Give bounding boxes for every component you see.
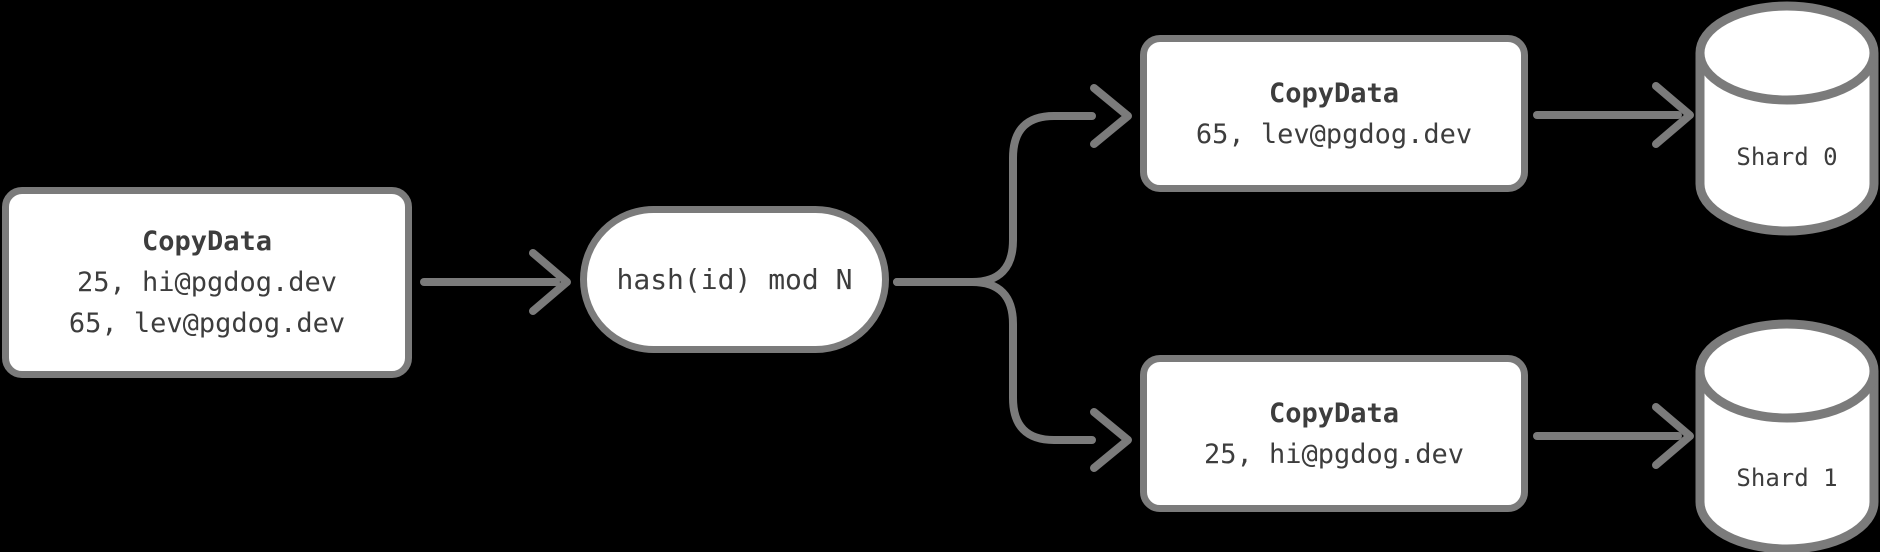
top-copydata-title: CopyData: [1268, 77, 1400, 109]
arrow-source-to-router: [420, 249, 571, 315]
arrow-top-box-to-shard0: [1533, 82, 1694, 148]
arrow-router-to-top-box: [893, 84, 1132, 286]
arrowhead-icon: [1652, 403, 1694, 469]
arrowhead-icon: [1652, 82, 1694, 148]
shard0-label: Shard 0: [1736, 143, 1838, 171]
hash-router-node: hash(id) mod N: [580, 206, 889, 353]
arrow-bottom-box-to-shard1: [1533, 403, 1694, 469]
top-copydata-node: CopyData 65, lev@pgdog.dev: [1140, 35, 1528, 192]
source-copydata-row: 25, hi@pgdog.dev: [76, 267, 338, 298]
bottom-copydata-row: 25, hi@pgdog.dev: [1203, 438, 1465, 470]
shard0-database-icon: [1695, 1, 1879, 236]
hash-router-label: hash(id) mod N: [616, 263, 853, 296]
shard1-database-icon: [1695, 319, 1879, 552]
shard1-label: Shard 1: [1736, 464, 1838, 492]
source-copydata-title: CopyData: [141, 226, 273, 257]
top-copydata-row: 65, lev@pgdog.dev: [1195, 118, 1473, 150]
arrowhead-icon: [1090, 84, 1132, 148]
arrowhead-icon: [1090, 408, 1132, 472]
source-copydata-row: 65, lev@pgdog.dev: [68, 308, 346, 339]
bottom-copydata-title: CopyData: [1268, 397, 1400, 429]
bottom-copydata-node: CopyData 25, hi@pgdog.dev: [1140, 355, 1528, 512]
arrow-router-to-bottom-box: [893, 278, 1132, 472]
arrowhead-icon: [529, 249, 571, 315]
source-copydata-node: CopyData 25, hi@pgdog.dev 65, lev@pgdog.…: [2, 187, 412, 378]
